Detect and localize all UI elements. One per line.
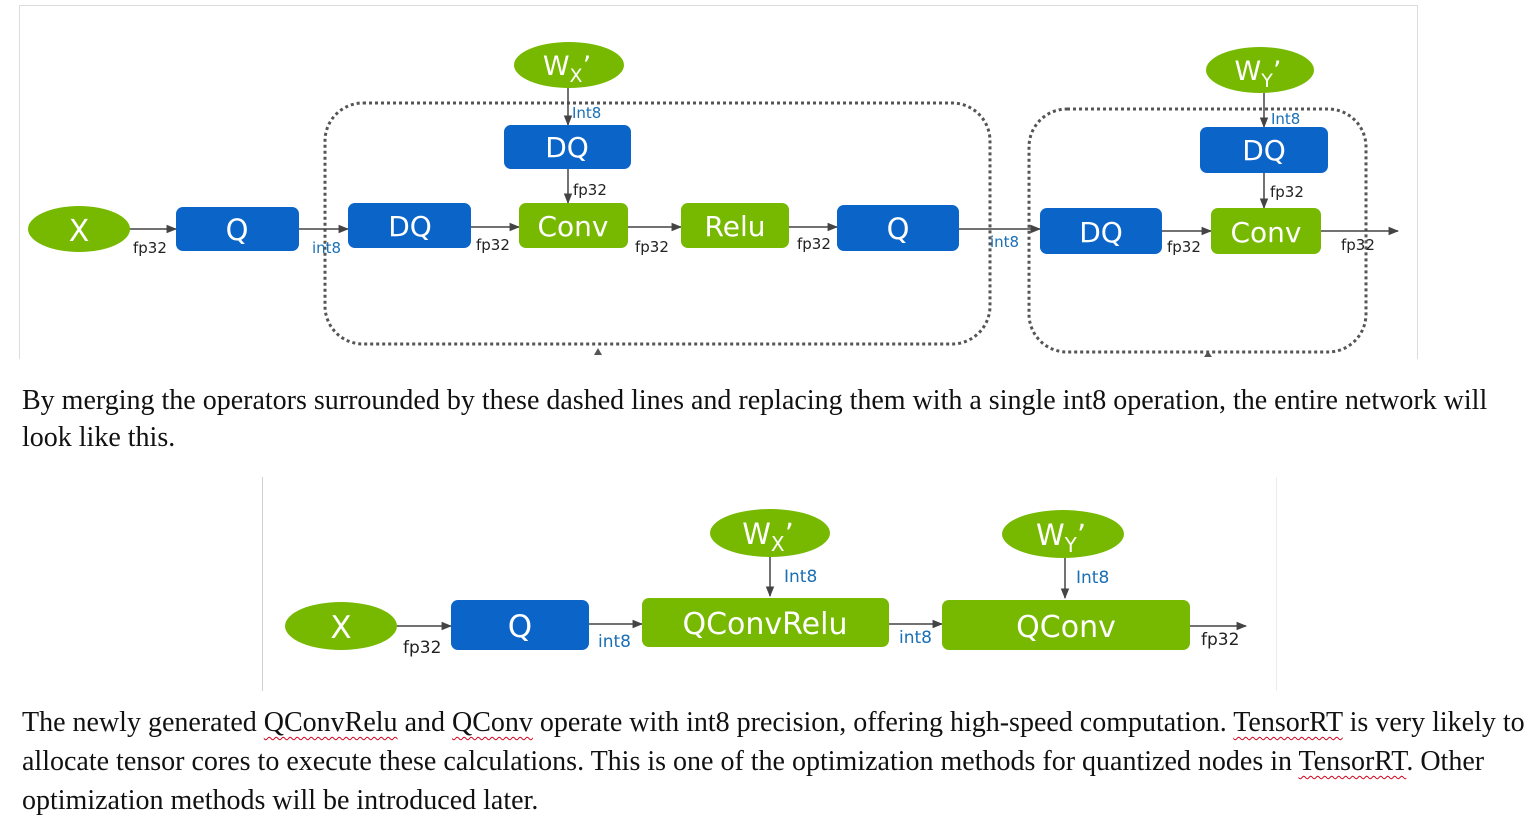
node-conv1: Conv [519, 203, 628, 248]
node2-q: Q [451, 600, 589, 650]
label-dq2-conv2: fp32 [1167, 238, 1201, 256]
node-wx-weight: WX’ [514, 42, 624, 88]
diagram-after-fusion-canvas: X Q QConvRelu QConv WX’ WY’ fp32 int8 in… [285, 509, 1248, 658]
node2-qconv: QConv [942, 600, 1190, 650]
label-conv-relu: fp32 [635, 238, 669, 256]
label-relu-q: fp32 [797, 235, 831, 253]
paragraph-result-description: The newly generated QConvRelu and QConv … [22, 703, 1527, 820]
label2-qconv-out: fp32 [1201, 630, 1239, 650]
spellcheck-word: QConvRelu [263, 707, 398, 738]
node-x: X [28, 206, 130, 252]
svg-text:WY’: WY’ [1036, 518, 1086, 557]
svg-text:DQ: DQ [1242, 134, 1286, 167]
label2-qconvrelu-qconv: int8 [899, 628, 932, 648]
paragraph-text: The newly generated [22, 707, 264, 738]
label2-wy-in: Int8 [1076, 568, 1109, 588]
node-dq-weight-1: DQ [504, 125, 631, 169]
label-dqw2-conv2: fp32 [1270, 183, 1304, 201]
label-q-dq: int8 [312, 239, 341, 257]
label-wx-dqw: Int8 [572, 104, 601, 122]
spellcheck-word: QConv [452, 707, 533, 738]
paragraph-merge-description: By merging the operators surrounded by t… [22, 385, 1488, 453]
svg-text:QConvRelu: QConvRelu [683, 607, 848, 642]
diagram-before-fusion: X Q DQ Conv Relu Q DQ Conv WX’ DQ WY’ [19, 5, 1418, 359]
label-q-dq2: int8 [990, 233, 1019, 251]
node-q1: Q [176, 207, 299, 251]
svg-text:WX’: WX’ [742, 517, 794, 556]
node2-wx-weight: WX’ [710, 509, 830, 557]
paragraph-text: operate with int8 precision, offering hi… [532, 707, 1234, 738]
group1-marker [594, 348, 602, 355]
label2-wx-in: Int8 [784, 567, 817, 587]
svg-text:QConv: QConv [1016, 610, 1116, 645]
label-wy-dqw2: Int8 [1271, 110, 1300, 128]
svg-text:Conv: Conv [1231, 216, 1302, 249]
svg-text:Q: Q [508, 609, 532, 645]
node2-wy-weight: WY’ [1002, 510, 1124, 558]
group2-marker [1204, 351, 1212, 357]
label-dqw-conv: fp32 [573, 181, 607, 199]
fusion-group-1 [323, 101, 992, 346]
svg-text:Q: Q [226, 213, 249, 247]
label-dq-conv: fp32 [476, 236, 510, 254]
node-conv2: Conv [1211, 208, 1321, 254]
svg-text:X: X [330, 610, 351, 646]
node-wy-weight: WY’ [1206, 47, 1314, 93]
svg-text:DQ: DQ [1079, 216, 1123, 249]
node-q2: Q [837, 205, 959, 251]
spellcheck-word: TensorRT [1298, 746, 1407, 777]
svg-text:Relu: Relu [705, 210, 766, 243]
diagram-after-fusion: X Q QConvRelu QConv WX’ WY’ fp32 int8 in… [262, 477, 1277, 691]
svg-text:WY’: WY’ [1235, 56, 1282, 92]
node-dq2: DQ [1040, 208, 1162, 254]
node2-qconvrelu: QConvRelu [642, 598, 889, 647]
label-conv2-out: fp32 [1341, 236, 1375, 254]
label2-x-q: fp32 [403, 638, 441, 658]
diagram-before-fusion-canvas: X Q DQ Conv Relu Q DQ Conv WX’ DQ WY’ [28, 42, 1400, 357]
spellcheck-word: TensorRT [1233, 707, 1343, 738]
label-x-q: fp32 [133, 239, 167, 257]
svg-text:Q: Q [887, 212, 910, 246]
label2-q-qconvrelu: int8 [598, 632, 631, 652]
paragraph-text: . Other optimization methods will be int… [22, 746, 1485, 816]
node-dq-weight-2: DQ [1200, 127, 1328, 173]
paragraph-text: is very likely to allocate tensor cores … [22, 707, 1525, 777]
svg-text:DQ: DQ [545, 131, 589, 164]
svg-text:Conv: Conv [538, 210, 609, 243]
node-relu: Relu [681, 203, 789, 248]
svg-text:X: X [69, 214, 90, 249]
node-dq1: DQ [348, 203, 471, 248]
svg-text:WX’: WX’ [543, 51, 591, 87]
node2-x: X [285, 602, 397, 650]
paragraph-text: and [397, 707, 452, 738]
svg-text:DQ: DQ [388, 210, 432, 243]
